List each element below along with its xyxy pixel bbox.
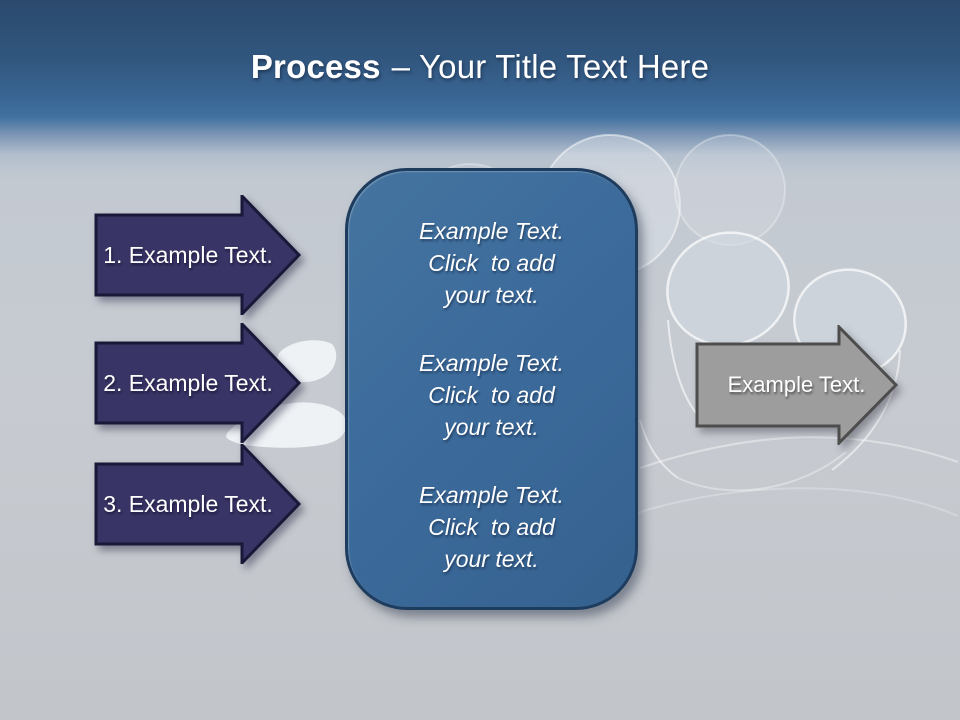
panel-text-block-3[interactable]: Example Text. Click to add your text. — [348, 479, 635, 575]
panel-text-line: Click to add — [428, 382, 555, 408]
output-arrow-label: Example Text. — [727, 372, 866, 397]
ribbon-curve-graphic — [609, 487, 959, 523]
panel-text-line: your text. — [444, 282, 539, 308]
step-label: 3. Example Text. — [103, 490, 273, 517]
output-arrow-shape — [695, 325, 899, 445]
slide-title[interactable]: Process – Your Title Text Here — [0, 47, 960, 87]
panel-text-line: Click to add — [428, 514, 555, 540]
step-arrow-shape — [94, 195, 302, 315]
step-arrow-shape — [94, 444, 302, 564]
title-rest: – Your Title Text Here — [391, 48, 710, 85]
step-label: 2. Example Text. — [103, 369, 273, 396]
paper-scrap-graphic — [276, 340, 337, 383]
panel-text-line: Example Text. — [419, 482, 564, 508]
panel-text-line: Click to add — [428, 250, 555, 276]
output-arrow[interactable]: Example Text. — [694, 325, 899, 445]
title-emphasis: Process — [250, 48, 381, 85]
detail-panel[interactable]: Example Text. Click to add your text. Ex… — [345, 168, 638, 610]
panel-text-block-1[interactable]: Example Text. Click to add your text. — [348, 215, 635, 311]
step-label: 1. Example Text. — [103, 241, 273, 268]
ribbon-circle-graphic — [674, 134, 786, 246]
process-step-3[interactable]: 3. Example Text. — [93, 444, 303, 564]
panel-text-line: your text. — [444, 546, 539, 572]
panel-text-line: Example Text. — [419, 350, 564, 376]
arrow-right-icon — [695, 325, 899, 445]
arrow-right-icon — [94, 444, 302, 564]
ribbon-curve-graphic — [639, 436, 959, 469]
panel-text-line: your text. — [444, 414, 539, 440]
process-step-2[interactable]: 2. Example Text. — [93, 323, 303, 443]
step-arrow-shape — [94, 323, 302, 443]
arrow-right-icon — [94, 323, 302, 443]
arrow-right-icon — [94, 195, 302, 315]
panel-text-line: Example Text. — [419, 218, 564, 244]
panel-text-block-2[interactable]: Example Text. Click to add your text. — [348, 347, 635, 443]
process-step-1[interactable]: 1. Example Text. — [93, 195, 303, 315]
